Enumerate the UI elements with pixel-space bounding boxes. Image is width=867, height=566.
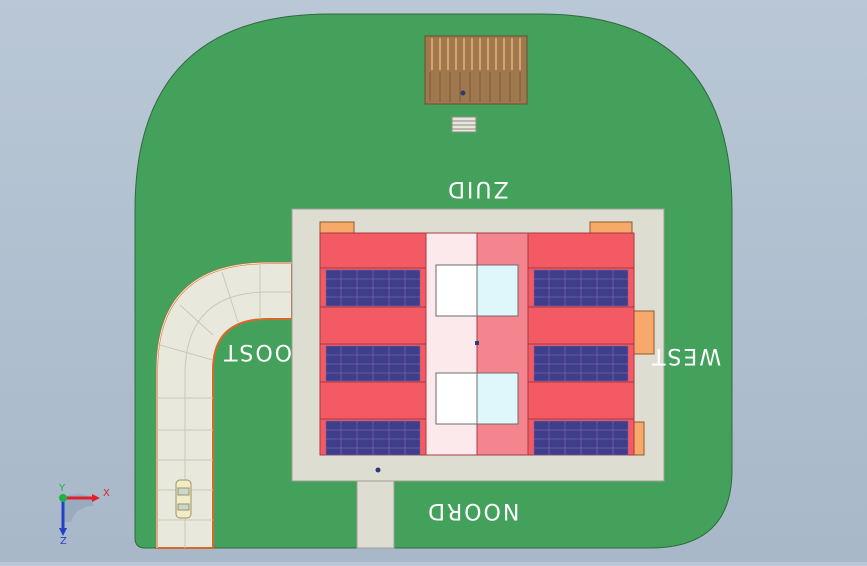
parked-car bbox=[175, 479, 192, 519]
orange-fixture bbox=[589, 221, 633, 234]
compass-label-east: OOST bbox=[222, 339, 293, 364]
solar-panel-gridlines bbox=[326, 270, 628, 455]
orange-fixture bbox=[319, 221, 355, 234]
curved-walkway bbox=[156, 262, 293, 549]
axis-label-z: Z bbox=[60, 536, 67, 546]
compass-label-west: WEST bbox=[650, 343, 722, 368]
building-central-atrium bbox=[425, 232, 529, 456]
compass-label-south: ZUID bbox=[446, 176, 509, 201]
entrance-path bbox=[356, 480, 395, 549]
axis-label-y: Y bbox=[58, 483, 66, 494]
wooden-deck bbox=[424, 35, 528, 105]
entrance-marker bbox=[375, 467, 381, 473]
axis-label-x: X bbox=[103, 488, 110, 499]
orange-fixture bbox=[632, 421, 645, 456]
compass-label-north: NOORD bbox=[426, 498, 520, 523]
bench bbox=[451, 116, 477, 133]
axis-triad[interactable]: X Y Z bbox=[50, 482, 114, 547]
